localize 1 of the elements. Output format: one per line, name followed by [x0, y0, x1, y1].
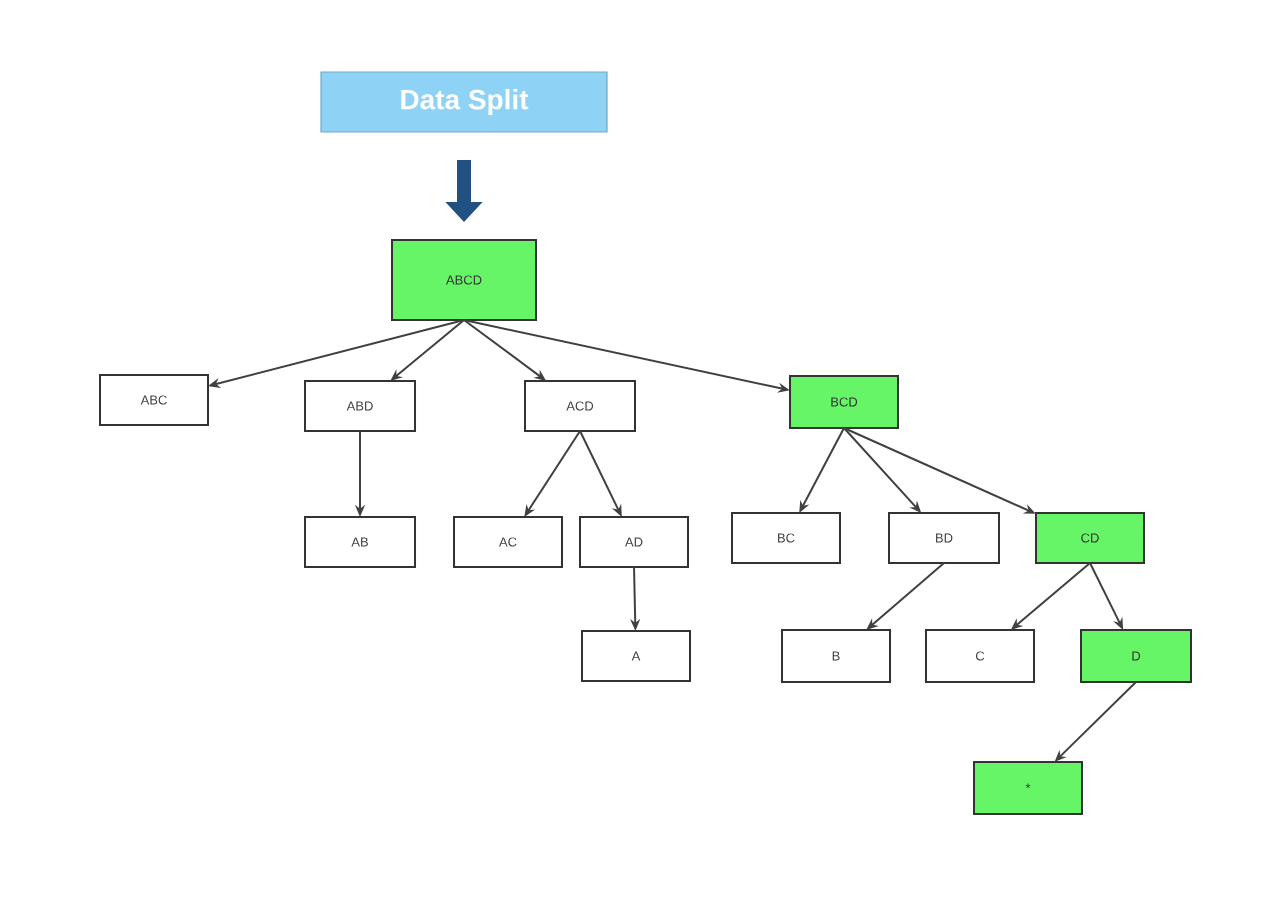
title-box: Data Split: [320, 71, 608, 133]
